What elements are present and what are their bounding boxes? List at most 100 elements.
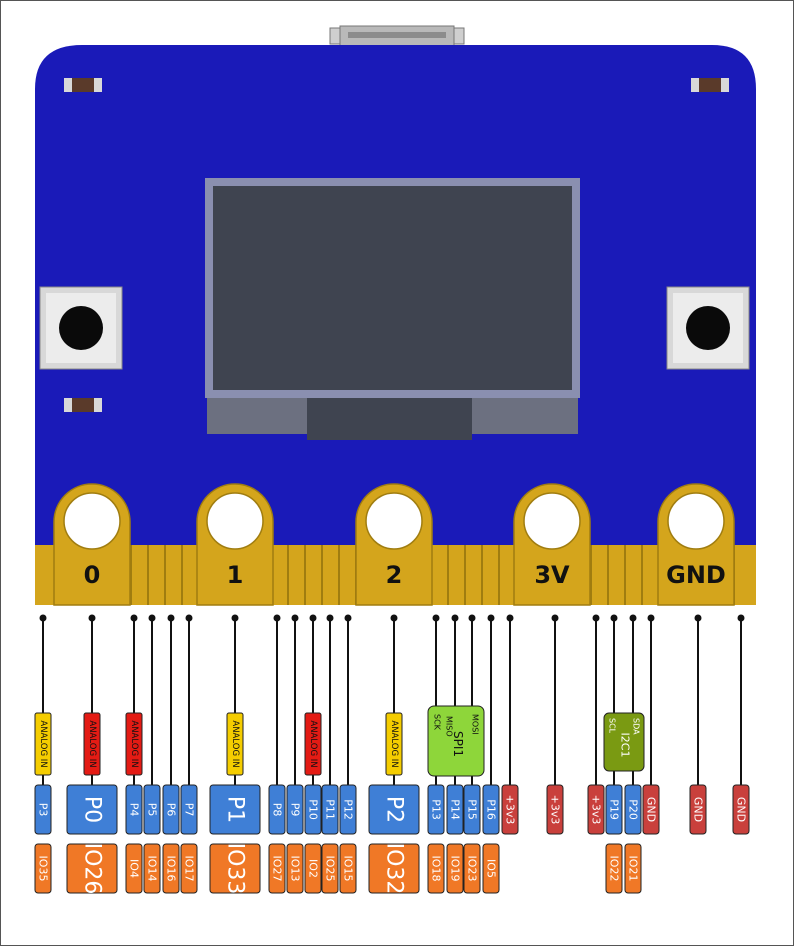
io-label: IO17 xyxy=(183,856,196,882)
pin-gnd[interactable]: GND xyxy=(732,784,750,835)
pin-p4[interactable]: P4 xyxy=(125,784,143,835)
pin-dot xyxy=(451,614,459,622)
pin-label: P6 xyxy=(165,803,178,817)
pin-label: GND xyxy=(645,797,658,822)
spi-sck: SCK xyxy=(433,714,442,731)
pin-wires xyxy=(39,614,745,785)
analog-tag: ANALOG IN xyxy=(34,712,52,776)
pin-label: P12 xyxy=(342,799,355,820)
finger-gap xyxy=(607,545,609,605)
pin-label: P11 xyxy=(324,799,337,820)
pin-label: P9 xyxy=(289,803,302,817)
pin-label: P20 xyxy=(627,799,640,820)
pin-dot xyxy=(592,614,600,622)
pin-p9[interactable]: P9 xyxy=(286,784,304,835)
smd-component-top-right xyxy=(691,78,729,92)
io-label: IO26 xyxy=(80,843,105,895)
pin-label: P8 xyxy=(271,803,284,817)
analog-tag: ANALOG IN xyxy=(385,712,403,776)
finger-gap xyxy=(624,545,626,605)
io-label: IO33 xyxy=(223,843,248,895)
pin-gnd[interactable]: GND xyxy=(642,784,660,835)
analog-label: ANALOG IN xyxy=(129,720,139,767)
pin-dot xyxy=(551,614,559,622)
pin-label: P14 xyxy=(449,799,462,820)
pad-1[interactable]: 1 xyxy=(196,483,274,606)
pin-p8[interactable]: P8 xyxy=(268,784,286,835)
finger-gap xyxy=(164,545,166,605)
pin-p6[interactable]: P6 xyxy=(162,784,180,835)
pad-label: GND xyxy=(666,561,726,589)
io-io22: IO22 xyxy=(605,843,623,894)
pad-gnd[interactable]: GND xyxy=(657,483,735,606)
io-io25: IO25 xyxy=(321,843,339,894)
pin-dot xyxy=(344,614,352,622)
pin-3v3[interactable]: +3v3 xyxy=(501,784,519,835)
analog-tag: ANALOG IN xyxy=(125,712,143,776)
io-label: IO25 xyxy=(324,856,337,882)
pin-3v3[interactable]: +3v3 xyxy=(587,784,605,835)
finger-gap xyxy=(590,545,592,605)
pin-label: P16 xyxy=(485,799,498,820)
pad-0[interactable]: 0 xyxy=(53,483,131,606)
pin-dot xyxy=(309,614,317,622)
button-a[interactable] xyxy=(39,286,123,370)
io-io35: IO35 xyxy=(34,843,52,894)
io-io33: IO33 xyxy=(209,843,261,895)
io-label: IO5 xyxy=(485,859,498,878)
pin-dot xyxy=(506,614,514,622)
pin-p0[interactable]: P0 xyxy=(66,784,118,835)
pin-dot xyxy=(273,614,281,622)
io-io18: IO18 xyxy=(427,843,445,894)
analog-label: ANALOG IN xyxy=(87,720,97,767)
pin-p13[interactable]: P13 xyxy=(427,784,445,835)
io-label: IO13 xyxy=(289,856,302,882)
pad-label: 1 xyxy=(227,561,244,589)
analog-tag: ANALOG IN xyxy=(226,712,244,776)
pin-3v3[interactable]: +3v3 xyxy=(546,784,564,835)
io-io19: IO19 xyxy=(446,843,464,894)
pin-p14[interactable]: P14 xyxy=(446,784,464,835)
io-io14: IO14 xyxy=(143,843,161,894)
finger-gap xyxy=(130,545,132,605)
pad-2[interactable]: 2 xyxy=(355,483,433,606)
pin-p20[interactable]: P20 xyxy=(624,784,642,835)
pad-3v[interactable]: 3V xyxy=(513,483,591,606)
pad-label: 2 xyxy=(386,561,403,589)
pin-p11[interactable]: P11 xyxy=(321,784,339,835)
pin-p3[interactable]: P3 xyxy=(34,784,52,835)
button-b[interactable] xyxy=(666,286,750,370)
pin-p10[interactable]: P10 xyxy=(304,784,322,835)
pin-p1[interactable]: P1 xyxy=(209,784,261,835)
pin-gnd[interactable]: GND xyxy=(689,784,707,835)
io-label: IO16 xyxy=(165,856,178,882)
pin-p19[interactable]: P19 xyxy=(605,784,623,835)
pin-label: GND xyxy=(735,797,748,822)
analog-tag: ANALOG IN xyxy=(83,712,101,776)
pin-p5[interactable]: P5 xyxy=(143,784,161,835)
io-label: IO32 xyxy=(382,843,407,895)
pin-dot xyxy=(487,614,495,622)
pin-p7[interactable]: P7 xyxy=(180,784,198,835)
pin-p16[interactable]: P16 xyxy=(482,784,500,835)
smd-component-top-left xyxy=(64,78,102,92)
pin-p2[interactable]: P2 xyxy=(368,784,420,835)
spi-miso: MISO xyxy=(445,716,454,737)
pad-label: 0 xyxy=(84,561,101,589)
pin-p12[interactable]: P12 xyxy=(339,784,357,835)
pin-label: P10 xyxy=(307,799,320,820)
io-io21: IO21 xyxy=(624,843,642,894)
analog-label: ANALOG IN xyxy=(38,720,48,767)
pin-dot xyxy=(167,614,175,622)
finger-gap xyxy=(447,545,449,605)
pin-label: GND xyxy=(692,797,705,822)
analog-label: ANALOG IN xyxy=(230,720,240,767)
finger-gap xyxy=(304,545,306,605)
analog-tag: ANALOG IN xyxy=(304,712,322,776)
pin-p15[interactable]: P15 xyxy=(463,784,481,835)
pin-dot xyxy=(88,614,96,622)
io-label: IO2 xyxy=(307,859,320,878)
pin-label: P5 xyxy=(146,803,159,817)
